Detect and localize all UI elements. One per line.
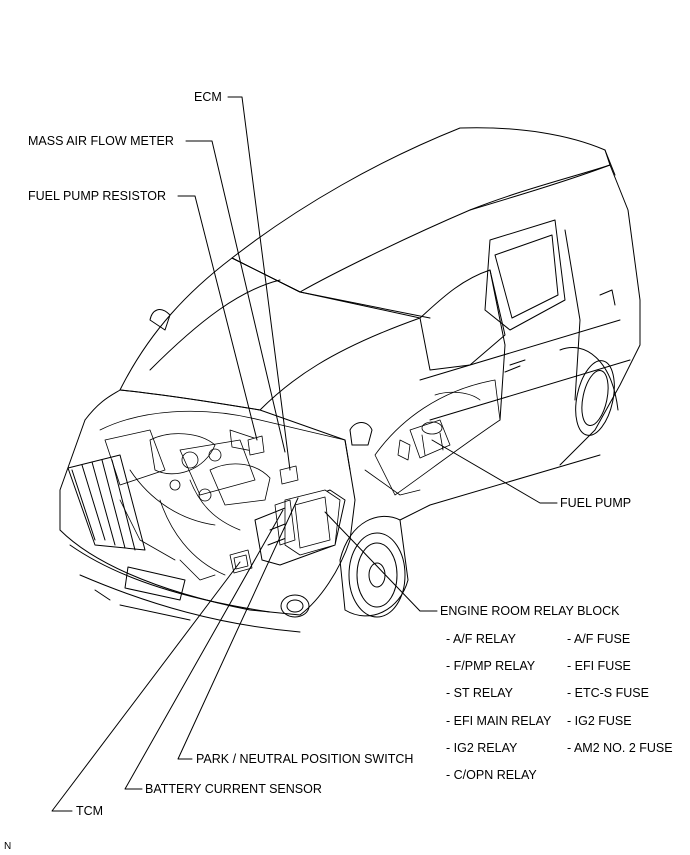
leader-ecm bbox=[227, 96, 291, 471]
label-fuel-pump: FUEL PUMP bbox=[560, 496, 632, 510]
fuse-item: - A/F FUSE bbox=[567, 632, 631, 646]
figure-code: N bbox=[4, 841, 12, 852]
label-engine-room-relay-block: ENGINE ROOM RELAY BLOCK bbox=[440, 604, 620, 618]
label-park-neutral-position-switch: PARK / NEUTRAL POSITION SWITCH bbox=[196, 752, 414, 766]
relay-item: - EFI MAIN RELAY bbox=[446, 714, 552, 728]
leader-lines bbox=[51, 96, 558, 812]
leader-fuel-pump bbox=[431, 439, 558, 504]
relay-item: - ST RELAY bbox=[446, 686, 513, 700]
label-mass-air-flow-meter: MASS AIR FLOW METER bbox=[28, 134, 174, 148]
relay-item: - F/PMP RELAY bbox=[446, 659, 536, 673]
engine-bay bbox=[99, 410, 346, 581]
fuse-item: - ETC-S FUSE bbox=[567, 686, 649, 700]
label-ecm: ECM bbox=[194, 90, 222, 104]
relay-item: - A/F RELAY bbox=[446, 632, 516, 646]
fuse-item: - IG2 FUSE bbox=[567, 714, 632, 728]
relay-item: - C/OPN RELAY bbox=[446, 768, 537, 782]
label-fuel-pump-resistor: FUEL PUMP RESISTOR bbox=[28, 189, 166, 203]
leader-park-neutral bbox=[177, 497, 299, 760]
leader-mass-air-flow-meter bbox=[185, 140, 286, 453]
label-tcm: TCM bbox=[76, 804, 104, 818]
vehicle-body bbox=[59, 127, 641, 633]
leader-relay-block bbox=[324, 511, 438, 612]
fuse-item: - EFI FUSE bbox=[567, 659, 631, 673]
leader-battery-sensor bbox=[124, 509, 284, 790]
relay-item: - IG2 RELAY bbox=[446, 741, 518, 755]
leader-tcm bbox=[51, 561, 241, 812]
label-battery-current-sensor: BATTERY CURRENT SENSOR bbox=[145, 782, 322, 796]
fuse-item: - AM2 NO. 2 FUSE bbox=[567, 741, 673, 755]
fuel-pump-area bbox=[364, 379, 501, 496]
leader-fuel-pump-resistor bbox=[177, 195, 258, 441]
